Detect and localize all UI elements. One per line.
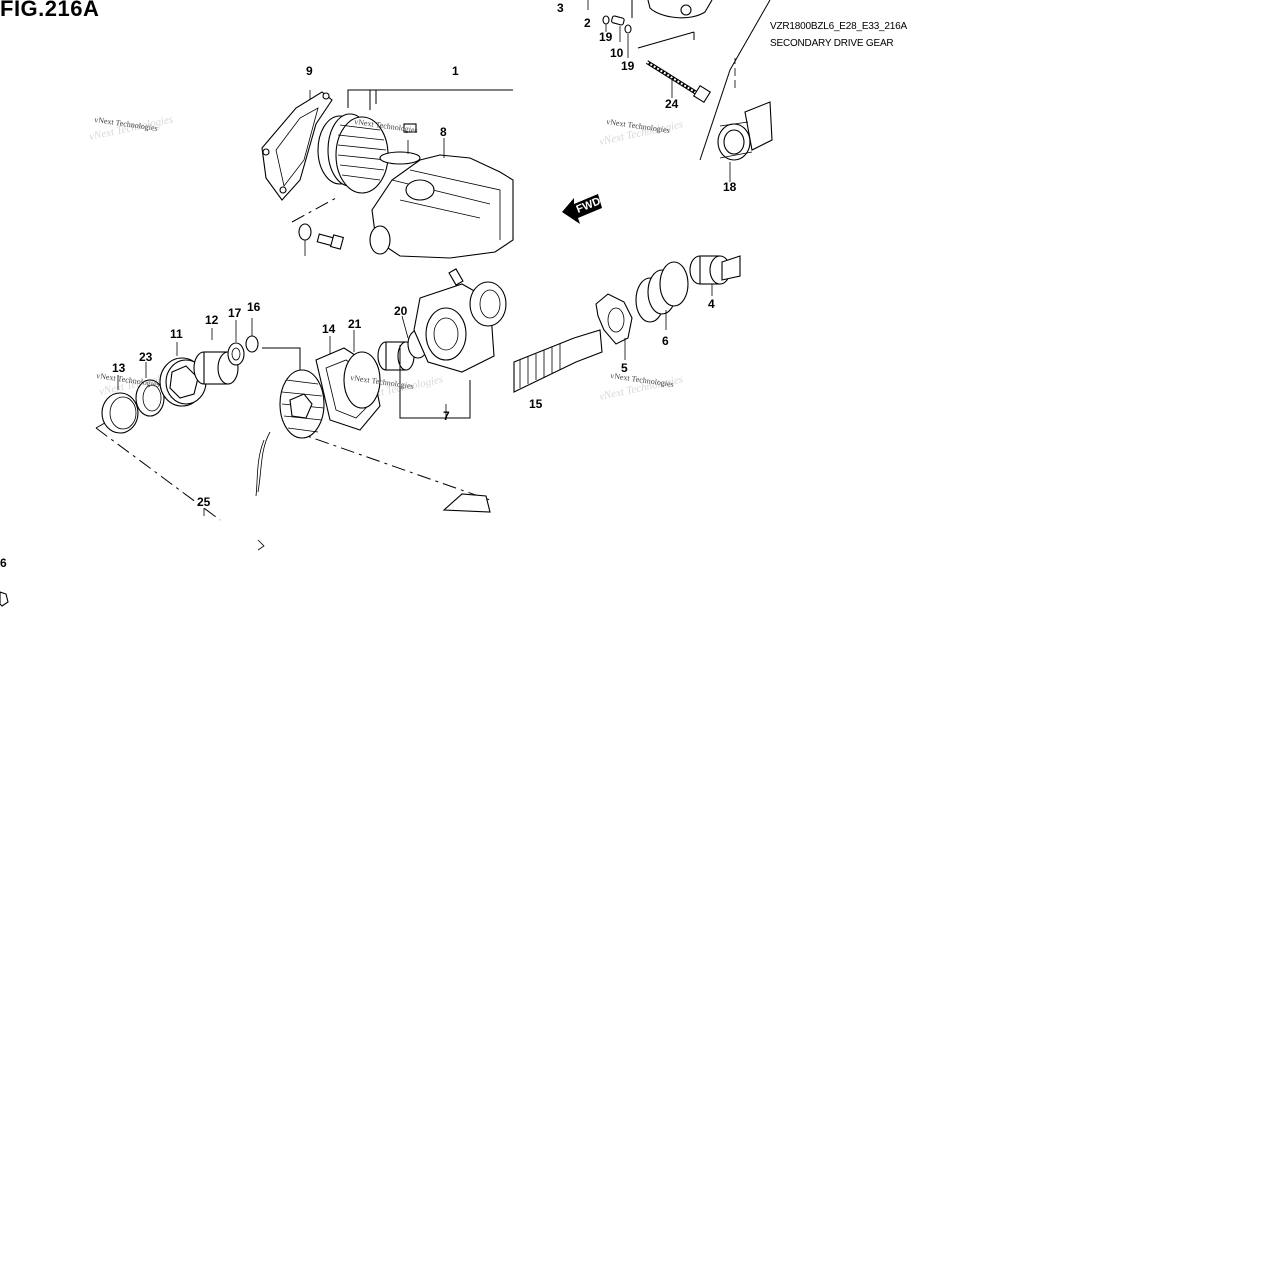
figure-title: FIG.216A [0, 0, 100, 21]
callout-23: 23 [139, 350, 153, 364]
callout-18: 18 [723, 180, 737, 194]
callout-labels: 1 2 3 4 5 6 7 8 9 10 11 12 13 14 15 16 1… [0, 1, 737, 570]
callout-12: 12 [205, 313, 219, 327]
callout-11: 11 [170, 327, 183, 341]
upper-housing-group [261, 89, 514, 259]
fwd-arrow: FWD [562, 194, 602, 224]
callout-9: 9 [306, 64, 313, 78]
callout-26-partial: 6 [0, 556, 7, 570]
callout-4: 4 [708, 297, 715, 311]
callout-19-upper: 19 [599, 30, 613, 44]
callout-21: 21 [348, 317, 362, 331]
callout-6: 6 [662, 334, 669, 348]
callout-1: 1 [452, 64, 459, 78]
callout-8: 8 [440, 125, 447, 139]
callout-2: 2 [584, 16, 591, 30]
callout-17: 17 [228, 306, 242, 320]
callout-19-lower: 19 [621, 59, 635, 73]
callout-10: 10 [610, 46, 624, 60]
bolt-24 [645, 60, 712, 104]
callout-16: 16 [247, 300, 261, 314]
callout-3: 3 [557, 1, 564, 15]
callout-14: 14 [322, 322, 336, 336]
callout-5: 5 [621, 361, 628, 375]
callout-7: 7 [443, 409, 450, 423]
right-shaft-group [513, 255, 741, 393]
callout-20: 20 [394, 304, 408, 318]
section-name: SECONDARY DRIVE GEAR [770, 38, 894, 49]
callout-24: 24 [665, 97, 679, 111]
model-code: VZR1800BZL6_E28_E33_216A [770, 21, 907, 32]
inset-drive-housing [587, 0, 773, 182]
callout-25: 25 [197, 495, 211, 509]
callout-13: 13 [112, 361, 126, 375]
bolt-upper [316, 233, 345, 250]
lower-left-group [0, 268, 507, 607]
callout-15: 15 [529, 397, 543, 411]
